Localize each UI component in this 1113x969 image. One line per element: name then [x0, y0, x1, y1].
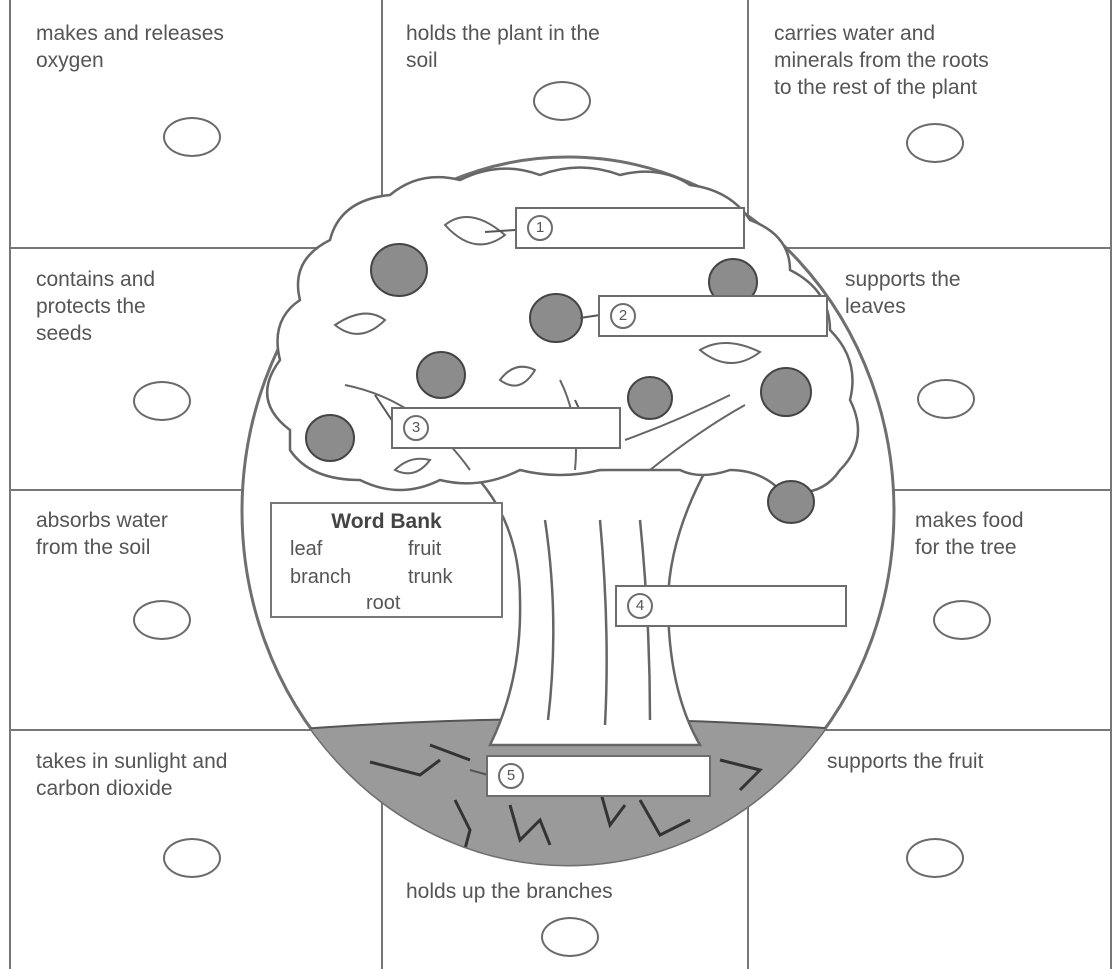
apples: [305, 243, 815, 524]
cell-text: holds up the branches: [406, 880, 613, 903]
word-bank: Word Bank leaf fruit branch trunk root: [270, 502, 503, 618]
cell-text: supports the fruit: [827, 750, 984, 773]
cell-text: makes food for the tree: [915, 509, 1024, 559]
label-box-4[interactable]: 4: [615, 585, 847, 627]
answer-circle[interactable]: [906, 838, 964, 878]
cell-text: supports the leaves: [845, 268, 961, 318]
cell-text: holds the plant in the soil: [406, 22, 600, 72]
answer-circle[interactable]: [906, 123, 964, 163]
answer-circle[interactable]: [133, 600, 191, 640]
answer-circle[interactable]: [163, 838, 221, 878]
leaves: [333, 216, 762, 475]
cell-text: contains and protects the seeds: [36, 268, 156, 345]
label-box-1[interactable]: 1: [515, 207, 745, 249]
cell-text: carries water and minerals from the root…: [774, 22, 989, 99]
label-box-5[interactable]: 5: [486, 755, 711, 797]
word-bank-word: branch: [290, 566, 352, 588]
cell-text: takes in sunlight and carbon dioxide: [36, 750, 228, 800]
label-number: 5: [498, 763, 524, 789]
word-bank-word: fruit: [408, 538, 442, 560]
cell-text: absorbs water from the soil: [36, 509, 168, 559]
answer-circle[interactable]: [163, 117, 221, 157]
answer-circle[interactable]: [541, 917, 599, 957]
label-number: 3: [403, 415, 429, 441]
answer-circle[interactable]: [533, 81, 591, 121]
answer-circle[interactable]: [933, 600, 991, 640]
label-box-2[interactable]: 2: [598, 295, 828, 337]
label-box-3[interactable]: 3: [391, 407, 621, 449]
word-bank-word: trunk: [408, 566, 453, 588]
label-number: 2: [610, 303, 636, 329]
word-bank-title: Word Bank: [331, 510, 442, 533]
word-bank-word: root: [366, 592, 401, 614]
word-bank-word: leaf: [290, 538, 323, 560]
answer-circle[interactable]: [133, 381, 191, 421]
cell-text: makes and releases oxygen: [36, 22, 224, 72]
label-number: 4: [627, 593, 653, 619]
roots: [369, 743, 763, 861]
answer-circle[interactable]: [917, 379, 975, 419]
label-number: 1: [527, 215, 553, 241]
